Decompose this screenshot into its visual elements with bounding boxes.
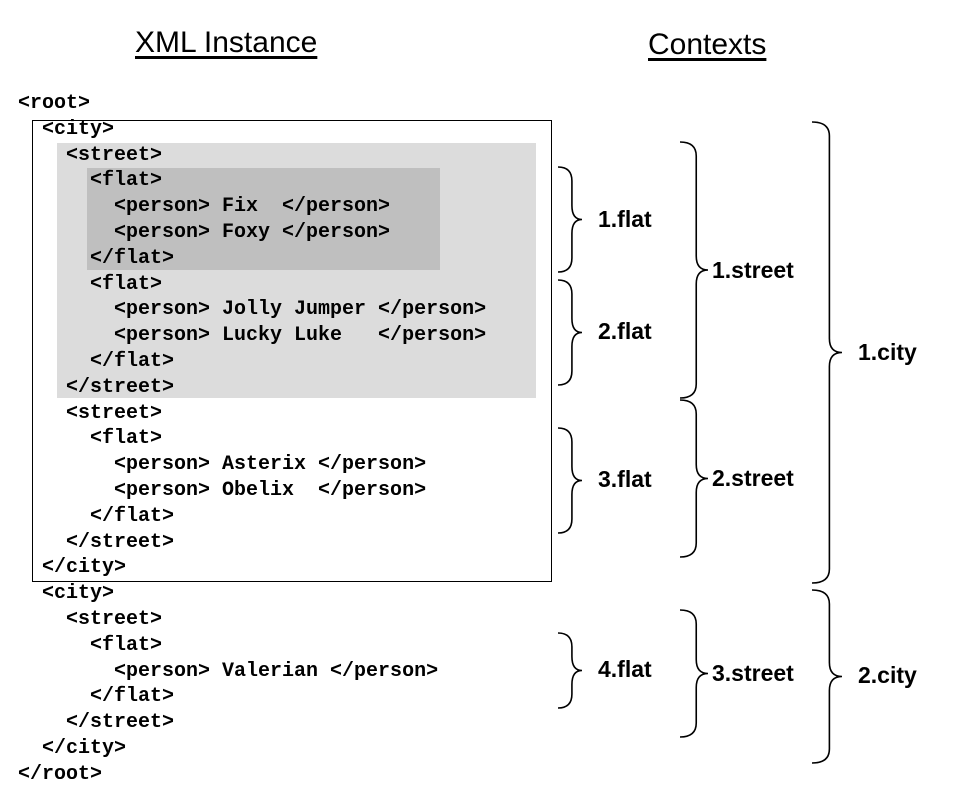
context-label-2-street: 2.street (712, 464, 794, 491)
context-label-2-city: 2.city (858, 661, 917, 688)
city-border-box (32, 120, 552, 582)
brace-1-city (811, 121, 843, 584)
brace-2-flat (557, 279, 583, 386)
brace-4-flat (557, 632, 583, 709)
brace-2-street (679, 399, 709, 558)
context-label-1-flat: 1.flat (598, 205, 652, 232)
brace-1-street (679, 141, 709, 399)
flat-highlight-box (87, 168, 440, 270)
context-label-2-flat: 2.flat (598, 317, 652, 344)
context-label-1-city: 1.city (858, 338, 917, 365)
brace-1-flat (557, 166, 583, 273)
brace-2-city (811, 589, 843, 764)
brace-3-street (679, 609, 709, 738)
xml-instance-title: XML Instance (135, 26, 318, 59)
context-label-4-flat: 4.flat (598, 655, 652, 682)
xml-code: <root> <city> <street> <flat> <person> F… (18, 92, 487, 786)
contexts-title: Contexts (648, 28, 767, 61)
brace-3-flat (557, 427, 583, 534)
context-label-1-street: 1.street (712, 256, 794, 283)
context-label-3-flat: 3.flat (598, 465, 652, 492)
context-label-3-street: 3.street (712, 659, 794, 686)
